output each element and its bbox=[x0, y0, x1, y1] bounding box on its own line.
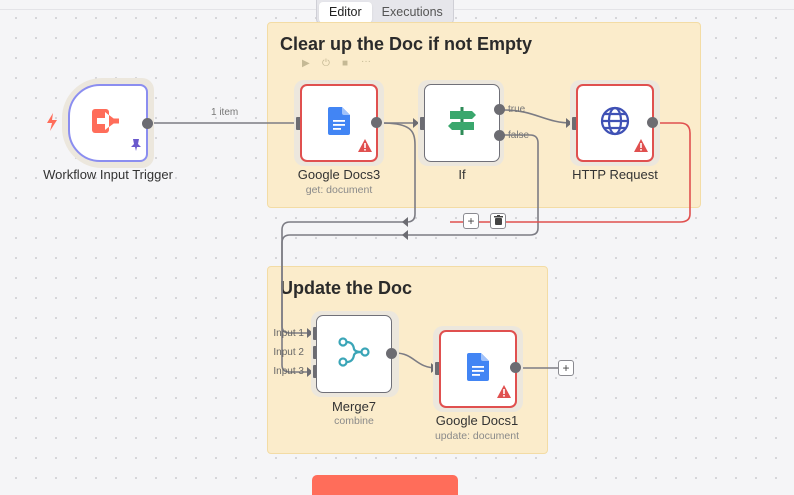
power-icon[interactable]: ⏻ bbox=[322, 58, 330, 69]
google-docs-icon bbox=[328, 106, 350, 140]
if-true-label: true bbox=[508, 104, 526, 115]
signpost-icon bbox=[446, 105, 478, 142]
play-icon[interactable]: ▶ bbox=[302, 58, 310, 69]
input-handle[interactable] bbox=[572, 117, 577, 130]
delete-connection-button[interactable] bbox=[490, 213, 506, 229]
input-handle-1[interactable] bbox=[313, 327, 318, 340]
tab-executions[interactable]: Executions bbox=[381, 4, 443, 19]
node-label: Google Docs1 bbox=[435, 413, 519, 428]
output-handle[interactable] bbox=[386, 348, 397, 359]
output-handle[interactable] bbox=[371, 117, 382, 128]
node-label: Google Docs3 bbox=[297, 167, 381, 182]
input-handle[interactable] bbox=[435, 362, 440, 375]
connection-item-count: 1 item bbox=[211, 107, 239, 118]
node-subtitle: get: document bbox=[305, 184, 373, 196]
merge-input-2-label: Input 2 bbox=[273, 347, 304, 358]
more-icon[interactable]: ··· bbox=[361, 56, 371, 67]
add-node-button[interactable]: + bbox=[558, 360, 574, 376]
wire-http-merge-input2 bbox=[450, 122, 691, 223]
merge-input-1-label: Input 1 bbox=[273, 328, 304, 339]
input-handle[interactable] bbox=[296, 117, 301, 130]
arrowhead bbox=[566, 118, 572, 128]
trash-icon bbox=[493, 214, 503, 228]
merge-icon bbox=[337, 336, 371, 372]
output-handle[interactable] bbox=[510, 362, 521, 373]
node-label: If bbox=[458, 167, 466, 182]
warning-icon[interactable] bbox=[358, 139, 372, 157]
wire-docs3-merge-input1 bbox=[281, 122, 416, 334]
globe-icon bbox=[599, 105, 631, 142]
arrowhead bbox=[402, 217, 408, 227]
input-handle[interactable] bbox=[420, 117, 425, 130]
output-handle-false[interactable] bbox=[494, 130, 505, 141]
google-docs-icon bbox=[467, 352, 489, 386]
node-if[interactable] bbox=[424, 84, 500, 162]
execute-workflow-button[interactable] bbox=[312, 475, 458, 495]
node-subtitle: update: document bbox=[434, 430, 520, 442]
node-label: HTTP Request bbox=[572, 167, 658, 182]
trash-icon[interactable]: ■ bbox=[342, 58, 349, 69]
output-handle[interactable] bbox=[647, 117, 658, 128]
node-google-docs1[interactable] bbox=[439, 330, 517, 408]
view-tabs: Editor Executions bbox=[316, 0, 454, 25]
tab-editor[interactable]: Editor bbox=[319, 1, 372, 23]
arrowhead bbox=[307, 328, 313, 338]
node-google-docs3[interactable] bbox=[300, 84, 378, 162]
output-handle-true[interactable] bbox=[494, 104, 505, 115]
merge-input-3-label: Input 3 bbox=[273, 366, 304, 377]
node-http-request[interactable] bbox=[576, 84, 654, 162]
arrowhead bbox=[307, 367, 313, 377]
pin-icon bbox=[130, 138, 142, 157]
sticky-note-title: Update the Doc bbox=[280, 278, 413, 298]
wire-if-false-merge-input3 bbox=[281, 134, 539, 373]
node-subtitle: combine bbox=[334, 415, 374, 427]
wire-merge-docs1 bbox=[394, 352, 438, 369]
wire-if-true-http bbox=[503, 109, 573, 124]
arrowhead bbox=[413, 118, 419, 128]
node-label: Workflow Input Trigger bbox=[43, 167, 173, 182]
if-false-label: false bbox=[508, 130, 530, 141]
add-node-button[interactable]: + bbox=[463, 213, 479, 229]
sign-in-icon bbox=[91, 106, 125, 141]
warning-icon[interactable] bbox=[497, 385, 511, 403]
output-handle[interactable] bbox=[142, 118, 153, 129]
lightning-icon bbox=[46, 113, 58, 136]
arrowhead bbox=[402, 230, 408, 240]
input-handle-3[interactable] bbox=[313, 365, 318, 378]
node-workflow-input-trigger[interactable] bbox=[68, 84, 148, 162]
input-handle-2[interactable] bbox=[313, 346, 318, 359]
node-label: Merge7 bbox=[331, 399, 377, 414]
node-merge7[interactable] bbox=[316, 315, 392, 393]
warning-icon[interactable] bbox=[634, 139, 648, 157]
sticky-note-title: Clear up the Doc if not Empty bbox=[280, 34, 533, 54]
